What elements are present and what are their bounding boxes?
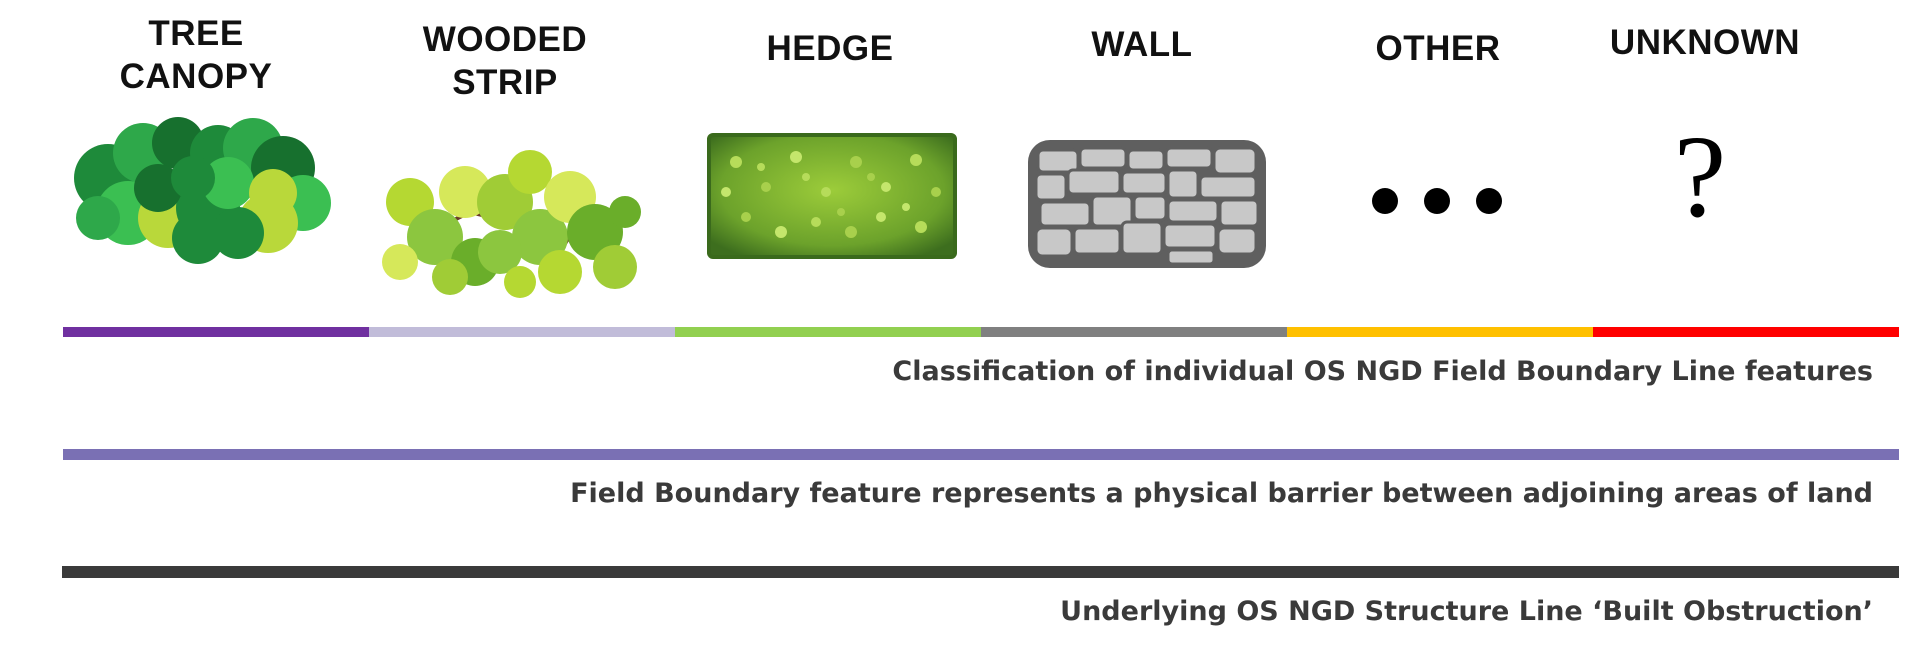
field-boundary-caption: Field Boundary feature represents a phys… [570, 478, 1873, 509]
tree-canopy-icon [74, 117, 331, 264]
stone-wall-icon [1028, 140, 1266, 268]
label-wooded-strip: WOODED STRIP [422, 20, 588, 102]
label-hedge: HEDGE [766, 29, 894, 68]
bar-segment-tree-canopy [63, 327, 369, 337]
label-wall: WALL [1091, 25, 1193, 64]
structure-line-bar [62, 566, 1899, 578]
field-boundary-bar [63, 449, 1899, 460]
structure-line-caption: Underlying OS NGD Structure Line ‘Built … [1060, 596, 1873, 627]
hedge-icon [707, 133, 957, 259]
ellipsis-icon [1372, 188, 1502, 214]
question-mark-icon: ? [1673, 111, 1727, 242]
classification-bar [63, 327, 1899, 337]
bar-segment-other [1287, 327, 1593, 337]
bar-segment-wall [981, 327, 1287, 337]
wooded-strip-icon [382, 150, 641, 298]
bar-segment-wooded-strip [369, 327, 675, 337]
bar-segment-unknown [1593, 327, 1899, 337]
bar-segment-hedge [675, 327, 981, 337]
label-other: OTHER [1375, 29, 1501, 68]
label-tree-canopy: TREE CANOPY [119, 14, 273, 96]
classification-caption: Classification of individual OS NGD Fiel… [892, 356, 1873, 387]
label-unknown: UNKNOWN [1609, 23, 1801, 62]
